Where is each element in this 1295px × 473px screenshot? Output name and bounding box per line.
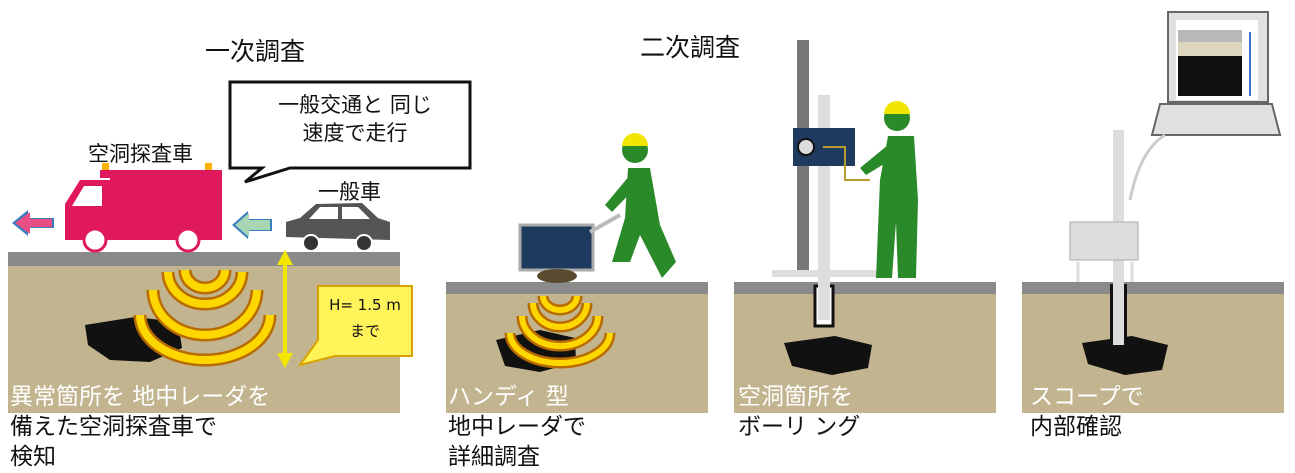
- laptop-monitor: [1128, 11, 1282, 201]
- boring-caption-line1: 空洞箇所を: [738, 384, 853, 410]
- cavity-shape: [1082, 336, 1168, 375]
- direction-arrow-left: [12, 210, 54, 236]
- road-surface: [8, 252, 400, 266]
- depth-badge: [297, 285, 413, 367]
- primary-caption-line2: 備えた空洞探査車で: [10, 414, 217, 440]
- boring-panel: [734, 40, 996, 413]
- road-surface: [1022, 282, 1284, 294]
- cavity-shape: [784, 336, 872, 375]
- primary-caption-line3: 検知: [10, 444, 56, 470]
- speech-bubble: [228, 80, 472, 184]
- primary-caption-line1: 異常箇所を 地中レーダを: [10, 384, 271, 410]
- handy-radar-panel: [446, 133, 708, 413]
- scope-caption-line2: 内部確認: [1030, 414, 1122, 440]
- scope-caption-line1: スコープで: [1030, 384, 1144, 410]
- bubble-text-line1: 一般交通と 同じ: [278, 93, 432, 117]
- boring-rig: [772, 40, 877, 320]
- road-surface: [446, 282, 708, 294]
- handy-caption-line2: 地中レーダで: [448, 414, 586, 440]
- depth-arrow: [277, 250, 293, 368]
- handy-caption-line1: ハンディ 型: [448, 384, 569, 410]
- car-label: 一般車: [318, 180, 381, 204]
- worker-figure: [860, 101, 918, 278]
- ground: [446, 288, 708, 413]
- scope-control-box: [1069, 221, 1139, 261]
- depth-label-line1: H= 1.5 m: [329, 296, 401, 314]
- handy-caption-line3: 詳細調査: [448, 444, 540, 470]
- direction-arrow-car: [232, 211, 272, 239]
- scope-panel: [1022, 11, 1284, 413]
- worker-figure: [605, 133, 676, 278]
- secondary-survey-title: 二次調査: [640, 33, 741, 62]
- depth-label-line2: まで: [349, 322, 380, 340]
- truck-label: 空洞探査車: [88, 142, 193, 166]
- radar-waves: [133, 269, 277, 367]
- general-car: [286, 203, 390, 252]
- boring-caption-line2: ボーリ ング: [738, 414, 861, 440]
- primary-survey-panel: [8, 80, 472, 413]
- handy-radar-device: [518, 213, 621, 283]
- road-surface: [734, 282, 996, 294]
- bubble-text-line2: 速度で走行: [302, 121, 408, 145]
- survey-truck: [65, 163, 222, 253]
- primary-survey-title: 一次調査: [205, 37, 306, 66]
- radar-waves: [504, 295, 616, 369]
